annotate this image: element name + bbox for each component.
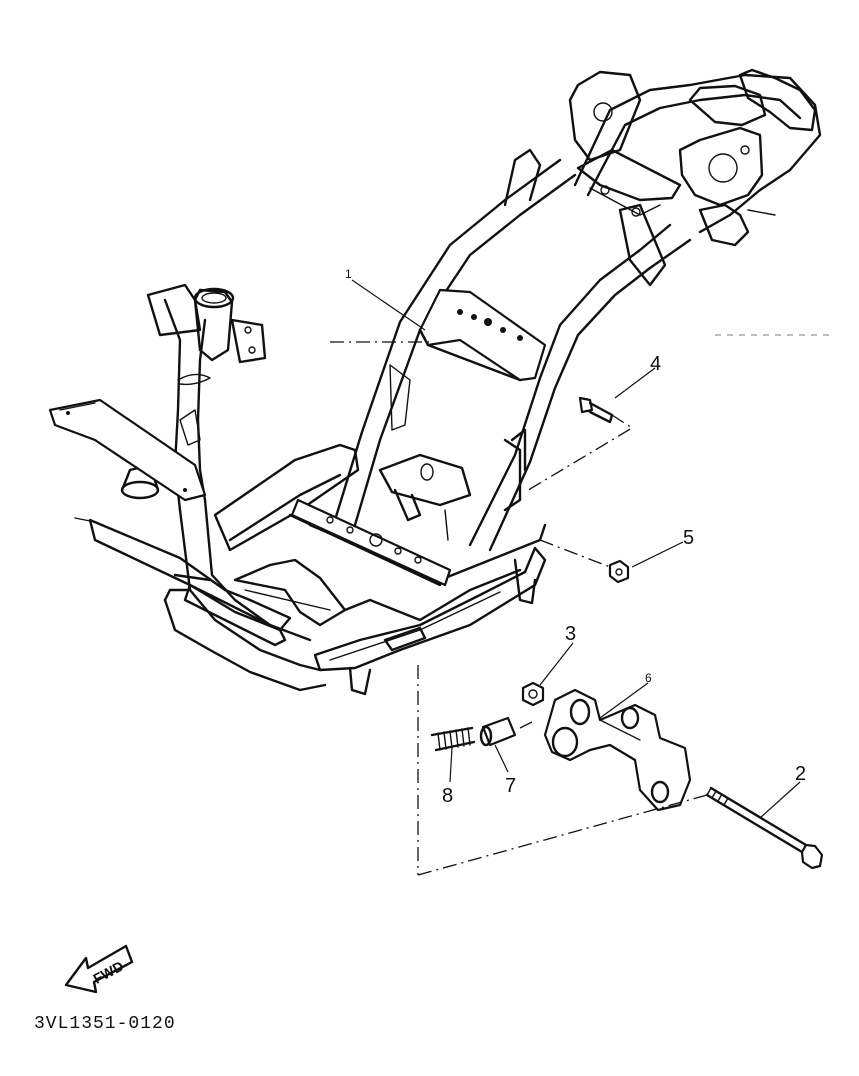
collar-part-7 bbox=[479, 716, 517, 747]
part-label-5: 5 bbox=[683, 527, 694, 549]
nut-part-3 bbox=[521, 681, 545, 707]
part-label-3: 3 bbox=[565, 623, 576, 645]
front-down-tube bbox=[48, 283, 327, 692]
nut-part-5 bbox=[608, 559, 630, 584]
part-label-1: 1 bbox=[345, 267, 352, 281]
long-bolt-part-2 bbox=[705, 786, 824, 870]
catalog-code: 3VL1351-0120 bbox=[34, 1014, 176, 1034]
frame-drawing bbox=[48, 68, 822, 696]
part-label-7: 7 bbox=[505, 775, 516, 797]
leader-lines bbox=[330, 279, 835, 876]
bolt-part-4 bbox=[578, 396, 614, 424]
floor-section bbox=[74, 443, 547, 696]
part-label-6: 6 bbox=[645, 671, 652, 685]
part-label-8: 8 bbox=[442, 785, 453, 807]
spring-part-8 bbox=[430, 726, 476, 752]
main-backbone bbox=[333, 148, 692, 552]
forward-arrow-icon: FWD bbox=[64, 944, 134, 994]
stand-bracket-part-6 bbox=[543, 688, 692, 812]
part-label-2: 2 bbox=[795, 763, 806, 785]
fwd-label: FWD bbox=[90, 958, 126, 987]
rear-subframe bbox=[568, 68, 822, 247]
part-label-4: 4 bbox=[650, 353, 661, 375]
